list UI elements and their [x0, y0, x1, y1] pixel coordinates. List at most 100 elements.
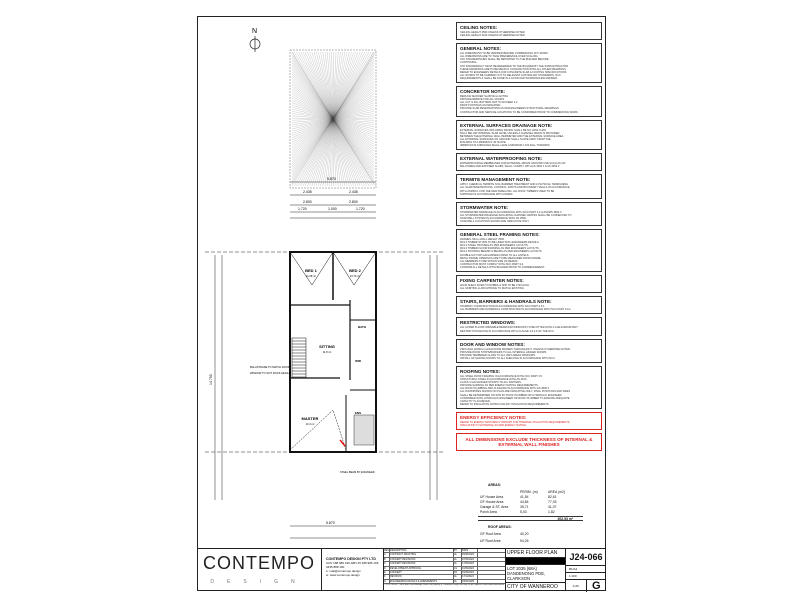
- notes-box: FIXING CARPENTER NOTES:40x40 SHELF FIXED…: [456, 275, 602, 294]
- rev-cell: AL: [454, 553, 462, 557]
- company-info: CONTEMPO DESIGN PTY LTD ACN 188 986 196 …: [322, 549, 384, 591]
- note-title: RESTRICTED WINDOWS:: [460, 320, 516, 326]
- area-cell: UF Roof Area: [480, 539, 501, 543]
- note-title: CEILING NOTES:: [460, 25, 498, 30]
- staircase: [291, 337, 307, 379]
- notes-box: RESTRICTED WINDOWS:ALL UPPER FLOOR OPENA…: [456, 317, 602, 336]
- dim-overall-depth: 14.700: [209, 374, 213, 385]
- note-line: SOAKWELL SYSTEM IN ACCORDANCE WITH AS 35…: [460, 216, 527, 220]
- scale: 1:100: [566, 573, 606, 580]
- area-cell: 41,07: [548, 505, 557, 509]
- note-title: GENERAL NOTES:: [460, 46, 502, 52]
- note-line: DROP FOOTINGS AS INDICATED.: [460, 104, 501, 108]
- notes-box: ROOFING NOTES:ALL STEEL ROOF FRAMING IN …: [456, 365, 602, 409]
- note-line: REDUCE SHOWER SLAB 50mm EXTRA.: [460, 95, 509, 99]
- note-line: ALL DOWNPIPES SHOWN ON PLAN ARE INDICATI…: [460, 390, 571, 394]
- rev-cell: F: [384, 575, 390, 579]
- note-line: ALL DIMENSIONS ARE TO TAKE PREFERENCE OV…: [460, 55, 539, 59]
- note-line: ALL EXTERNAL SURFACES ON GROUND SHALL SL…: [460, 137, 551, 141]
- logo-main: CONTEMPO: [202, 553, 315, 573]
- rev-cell: E: [384, 570, 390, 575]
- rev-cell: CONTRACT DRAFTING: [390, 553, 454, 557]
- room-label-sitting: SITTING: [319, 344, 335, 349]
- area-cell: 41,54: [520, 495, 529, 499]
- rev-cell: C: [384, 562, 390, 566]
- note-title: ENERGY EFFICIENCY NOTES:: [460, 414, 527, 420]
- notes-box: GENERAL NOTES:ALL DIMENSIONS TO BE VERIF…: [456, 43, 602, 84]
- note-line: ANY DISCREPANCY MUST BE REFERRED TO THE …: [460, 64, 569, 68]
- room-label-bath: BATH: [358, 325, 366, 329]
- dim-label: 2.800: [349, 200, 358, 204]
- rev-cell: D: [384, 566, 390, 570]
- room-label-bed-2: BED 2: [349, 268, 362, 273]
- note-line: ALL UPPER FLOOR OPENABLE BEDROOM WINDOWS…: [460, 326, 578, 330]
- note-line: ALL WORKS TO BE CARRIED OUT TO RELEVANT …: [460, 73, 562, 77]
- note-line: WATERPROOFING MEMBRANES FOR EXTERNAL ABO…: [460, 162, 566, 166]
- annotation: WINDOW TO SUIT ROOF HEIGHT: [250, 371, 291, 375]
- note-line: REFER TO INSULATION NOTES FOR ANY INSULA…: [460, 402, 550, 406]
- note-line: STRUCTURAL STEEL IN ACCORDANCE WITH AS 4…: [460, 378, 528, 382]
- note-title: STORMWATER NOTE:: [460, 204, 509, 210]
- note-line: BALCONIES AND EXPOSED SLABS, SHALL COMPL…: [460, 165, 560, 169]
- note-line: SHALL BE DETERMINED ON SITE BY ROOF PLUM…: [460, 393, 563, 397]
- rev-cell: B: [384, 557, 390, 562]
- dim-overall-width-bottom: 5.870: [326, 521, 335, 525]
- col-header: PERIM. (m): [520, 490, 538, 494]
- notes-box: CONCRETOR NOTE:REDUCE SHOWER SLAB 50mm E…: [456, 86, 602, 117]
- notes-box: EXTERNAL WATERPROOFING NOTE:WATERPROOFIN…: [456, 153, 602, 172]
- note-line: ANY DISCREPANCIES SHALL BE REPORTED TO T…: [460, 58, 549, 62]
- rev-cell: CONCEPT REVISIONS: [390, 562, 454, 566]
- redacted-block: [506, 558, 565, 565]
- note-line: CAPACITY IS ACHIEVED.: [460, 399, 491, 403]
- notes-box: CEILING NOTES:CEILING HEIGHT 2590 UNLESS…: [456, 22, 602, 41]
- annotation: BALUSTRADE TO MATCH ROOF: [250, 365, 290, 369]
- note-line: 2340 HIGH (2040mm) HIGH DOOR FRAMES THRO…: [460, 347, 571, 351]
- note-line: APPLY CHEMICAL TERMITE SOIL BARRIER TREA…: [460, 183, 569, 187]
- note-line: ALL SKIRTING & ARCHITRAVE TO MATCH EXIST…: [460, 287, 525, 291]
- dim-label: 2.800: [303, 200, 312, 204]
- note-line: REFER TO ENGINEERS DETAILS FOR CONCRETE …: [460, 70, 568, 74]
- room-label-master: MASTER: [302, 416, 319, 421]
- area-cell: 94,26: [520, 539, 529, 543]
- areas-header: PERIM. (m)AREA (m2): [470, 490, 600, 495]
- drawing-info: UPPER FLOOR PLAN LOT 2035 (68A) DANDENON…: [506, 549, 566, 591]
- note-line: CLASS 3 GALVANISED STRAPS TO ALL RAFTERS…: [460, 381, 522, 385]
- rev-cell: A: [384, 553, 390, 557]
- note-line: ALL CUT & FILL BATTERS NOT TO EXCEED 1:2…: [460, 101, 519, 105]
- note-line: 90/1.0 TIMBER FLOOR FRAMING AS PER ENGIN…: [460, 247, 540, 251]
- rev-header: DESCRIPTION: [390, 549, 454, 553]
- rev-cell: 17/11/2024: [462, 575, 478, 579]
- note-line: METAL FRAME OPENINGS ARE TO BE MEASURED …: [460, 256, 542, 260]
- rev-cell: JG: [454, 566, 462, 570]
- note-line: INSULATION TO EXTERNAL AS PER ENERGY RAT…: [460, 424, 527, 427]
- site-address: LOT 2035 (68A) DANDENONG PDE, CLARKSON: [506, 565, 565, 583]
- notes-box: TERMITE MANAGEMENT NOTE:APPLY CHEMICAL T…: [456, 174, 602, 199]
- note-line: REFER TO ENERGY EFFICIENCY REPORT FOR IN…: [460, 420, 571, 424]
- note-line: IMPERVIOUS SURFACES SHALL HAVE A MINIMUM…: [460, 144, 550, 148]
- note-line: INSTALL OF SLIDING DOORS TO ALL SHELVING…: [460, 356, 556, 360]
- dimension-lines: [205, 181, 445, 539]
- room-area: 11.08 m²: [306, 274, 316, 278]
- north-arrow: N: [249, 28, 261, 52]
- rev-header: BY: [454, 549, 462, 553]
- note-line: RESTRICTION DEVICE IN ACCORDANCE WITH CL…: [460, 329, 555, 333]
- rev-cell: 03/02/2025: [462, 579, 478, 584]
- note-line: 90/1.0 ROOFING BEHIND & BEAMS AS PER ENG…: [460, 250, 543, 254]
- area-cell: 5,03: [520, 510, 527, 514]
- note-title: CONCRETOR NOTE:: [460, 89, 506, 95]
- dim-label: 2.435: [349, 190, 358, 194]
- notes-box: DOOR AND WINDOW NOTES:2340 HIGH (2040mm)…: [456, 338, 602, 363]
- area-cell: Garage & ST. Area: [480, 505, 509, 509]
- dim-label: 2.435: [303, 190, 312, 194]
- area-cell: 40,20: [520, 532, 529, 536]
- rev-cell: 17/09/2024: [462, 562, 478, 566]
- area-cell: 35,71: [520, 505, 529, 509]
- room-label-wir: WIR: [355, 359, 362, 363]
- dim-label: 1.720: [298, 207, 307, 211]
